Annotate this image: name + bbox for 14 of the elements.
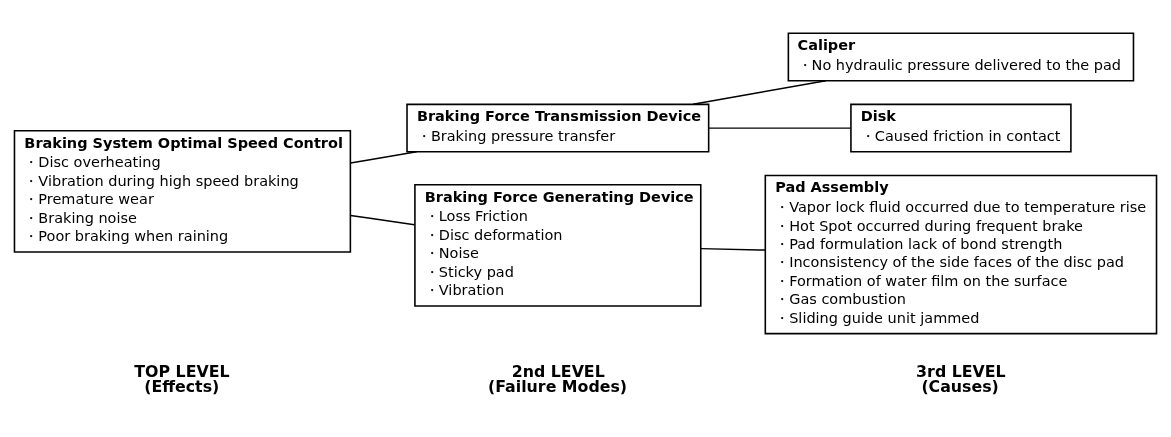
node-box: Braking Force Transmission Device ・Braking pressure transfer (406, 103, 710, 153)
connector (349, 214, 416, 225)
node-box: Braking System Optimal Speed Control ・Disc overheating ・Vibration during high speed braking ・Premature wear ・Braking noise ・Poor braking when raining (13, 129, 352, 253)
connector (700, 247, 766, 251)
node-box: Caliper ・No hydraulic pressure delivered to the pad (787, 32, 1135, 81)
label: TOP LEVEL (Effects) (134, 361, 230, 396)
connector (692, 79, 827, 105)
node-box: Braking Force Generating Device ・Loss Friction ・Disc deformation ・Noise ・Sticky pad ・Vibration (414, 183, 702, 307)
node-box: Pad Assembly ・Vapor lock fluid occurred due to temperature rise ・Hot Spot occurred during frequent brake ・Pad formulation lack of bond strength ・Inconsistency of the side faces of the disc pad ・Formation of water film on the surface ・Gas combustion ・Sliding guide unit jammed (764, 174, 1158, 334)
label: 2nd LEVEL (Failure Modes) (488, 361, 628, 396)
label: 3rd LEVEL (Causes) (916, 361, 1006, 396)
node-box: Disk ・Caused friction in contact (850, 103, 1072, 153)
connector (708, 126, 852, 129)
connector (349, 150, 418, 164)
